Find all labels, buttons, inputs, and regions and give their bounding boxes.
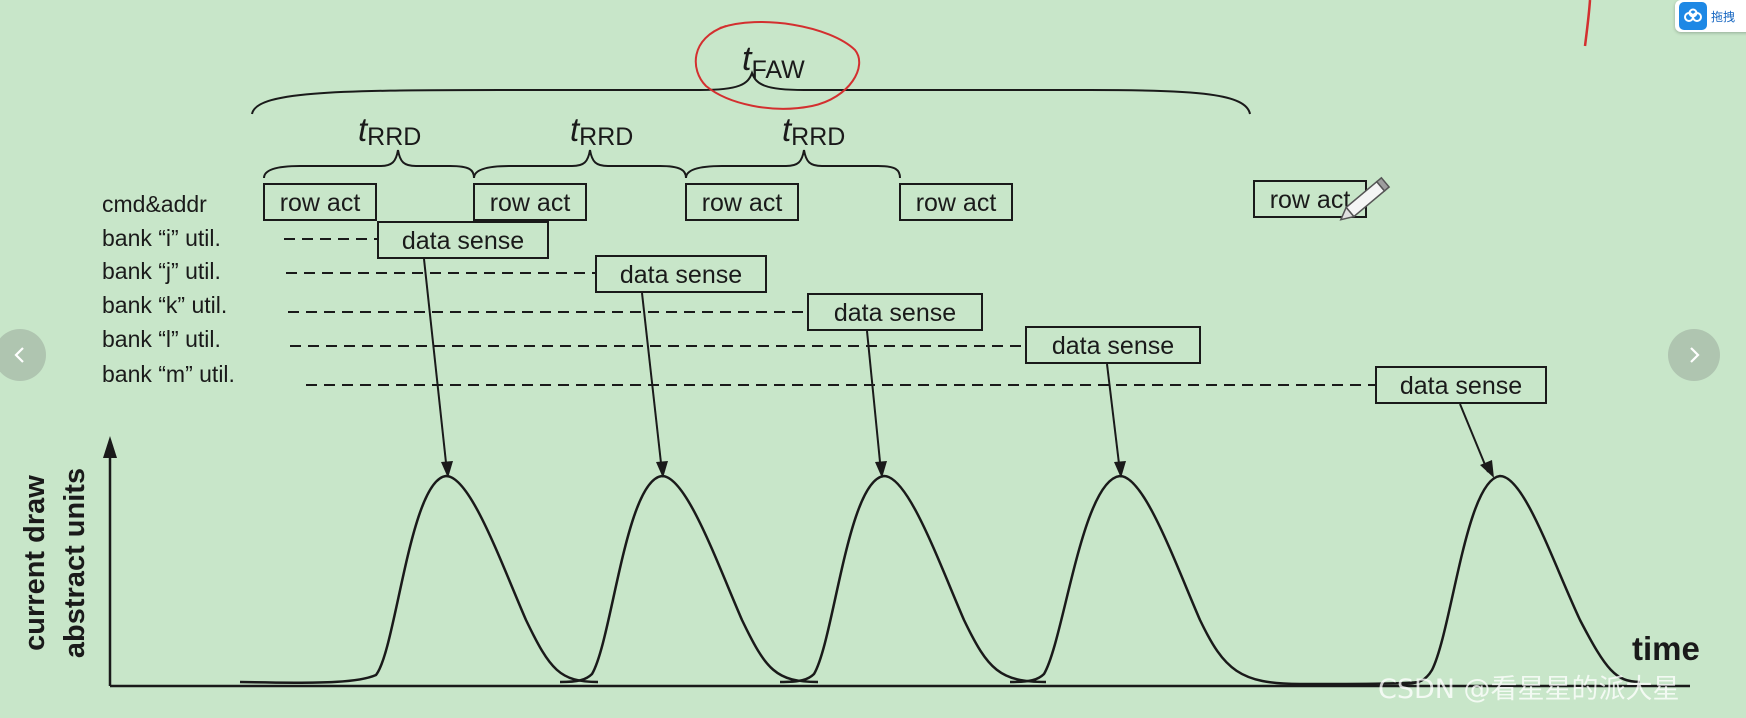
row-label-bank-k: bank “k” util. [102, 292, 227, 318]
row-act-text: row act [916, 189, 997, 217]
watermark: CSDN @看星星的派大星 [1378, 674, 1680, 705]
arrow-sense-m [1459, 403, 1489, 473]
arrowhead-i [441, 461, 453, 478]
row-act-text: row act [490, 189, 571, 217]
row-label-bank-i: bank “i” util. [102, 225, 221, 251]
row-label-bank-m: bank “m” util. [102, 361, 235, 387]
current-pulse-4 [1009, 474, 1421, 686]
cloud-link-icon [1679, 2, 1707, 30]
data-sense-text: data sense [1052, 332, 1174, 360]
current-pulse-5 [1399, 474, 1641, 686]
arrow-sense-l [1106, 363, 1121, 473]
faw-t: t [742, 40, 753, 78]
data-sense-box-j: data sense [595, 255, 767, 293]
arrow-sense-i [423, 258, 448, 473]
data-sense-text: data sense [834, 299, 956, 327]
y-axis-arrowhead [103, 436, 117, 458]
data-sense-text: data sense [1400, 372, 1522, 400]
rrd-label-1: tRRD [358, 111, 421, 151]
rrd-label-3: tRRD [782, 111, 845, 151]
row-label-bank-l: bank “l” util. [102, 326, 221, 352]
faw-red-circle [694, 21, 861, 110]
chevron-right-icon [1690, 347, 1700, 363]
faw-subscript: FAW [751, 56, 805, 84]
row-act-text: row act [280, 189, 361, 217]
next-slide-button[interactable] [1668, 329, 1720, 381]
pencil-cursor-icon [1339, 176, 1391, 221]
rrd-brace-1 [263, 149, 475, 179]
arrowhead-k [875, 461, 887, 478]
data-sense-text: data sense [402, 227, 524, 255]
row-act-box-1: row act [263, 183, 377, 221]
arrow-sense-j [641, 292, 663, 473]
current-pulse-3 [779, 474, 1047, 684]
arrowhead-j [656, 461, 668, 478]
row-act-box-2: row act [473, 183, 587, 221]
row-act-box-3: row act [685, 183, 799, 221]
rrd-brace-2 [473, 149, 687, 179]
data-sense-text: data sense [620, 261, 742, 289]
floating-tool-label: 拖拽 [1711, 9, 1736, 24]
arrow-sense-k [866, 330, 882, 473]
arrowhead-m [1480, 460, 1494, 478]
x-axis-label: time [1632, 630, 1700, 667]
row-label-cmd-addr: cmd&addr [102, 191, 207, 217]
row-label-bank-j: bank “j” util. [102, 258, 221, 284]
rrd-label-2: tRRD [570, 111, 633, 151]
faw-brace [251, 70, 1251, 115]
data-sense-box-l: data sense [1025, 326, 1201, 364]
row-act-box-4: row act [899, 183, 1013, 221]
data-sense-box-i: data sense [377, 221, 549, 259]
current-pulse-1 [239, 474, 599, 684]
arrowhead-l [1114, 461, 1126, 478]
data-sense-box-m: data sense [1375, 366, 1547, 404]
data-sense-box-k: data sense [807, 293, 983, 331]
faw-label: tFAW [742, 40, 805, 84]
red-annotation-stroke [1583, 0, 1592, 47]
rrd-brace-3 [685, 149, 901, 179]
y-axis-label-line2: abstract units [59, 468, 91, 658]
row-act-text: row act [702, 189, 783, 217]
chevron-left-icon [14, 347, 24, 363]
previous-slide-button[interactable] [0, 329, 46, 381]
y-axis-label-line1: current draw [19, 475, 51, 651]
floating-drag-tool[interactable]: 拖拽 [1675, 0, 1746, 32]
current-pulse-2 [559, 474, 819, 684]
row-act-text: row act [1270, 186, 1351, 214]
